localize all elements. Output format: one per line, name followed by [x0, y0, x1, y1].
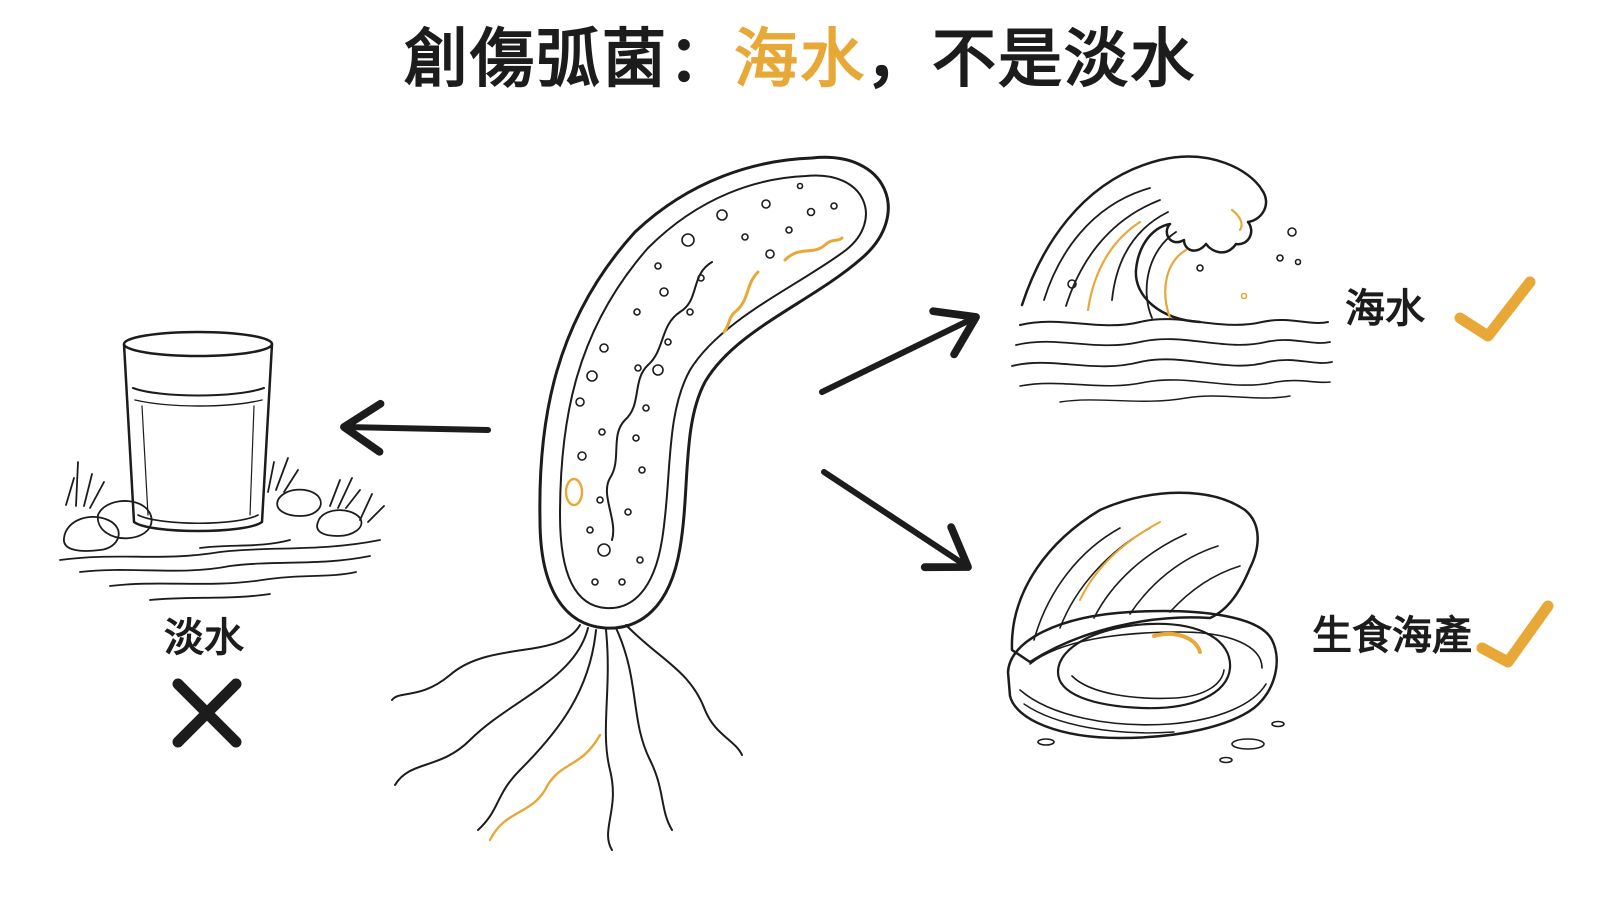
check-icon-seafood	[1476, 600, 1554, 668]
cytoplasm-dots	[575, 182, 838, 586]
plasmid-accent-2	[722, 270, 760, 334]
granule-accent	[564, 477, 584, 507]
check-icon-seawater	[1454, 276, 1536, 342]
vibrio-bacterium-icon	[391, 155, 890, 851]
flagella	[391, 624, 743, 851]
ocean-wave-icon	[1011, 155, 1333, 403]
flagellum-accent	[488, 733, 602, 842]
plasmid-accent-1	[783, 236, 844, 262]
title-part-2: ，不是淡水	[866, 23, 1196, 97]
arrows	[340, 307, 980, 572]
arrow-to-seawater	[819, 307, 980, 395]
arrow-to-seafood	[821, 469, 972, 572]
page-title: 創傷弧菌：海水，不是淡水	[0, 18, 1600, 102]
seawater-label: 海水	[1345, 286, 1425, 332]
title-part-1: 創傷弧菌：	[404, 23, 734, 97]
freshwater-label: 淡水	[164, 615, 244, 661]
cross-icon	[172, 678, 242, 748]
oyster-icon	[1006, 491, 1285, 764]
bacterium-outer-membrane	[538, 155, 890, 630]
arrow-to-freshwater	[340, 399, 491, 456]
nucleoid	[605, 261, 713, 541]
raw-seafood-label: 生食海產	[1312, 613, 1472, 659]
title-accent: 海水	[734, 23, 866, 97]
water-glass-icon	[122, 330, 274, 533]
bacterium-inner-membrane	[559, 174, 867, 610]
riverbank-icon	[59, 457, 385, 601]
